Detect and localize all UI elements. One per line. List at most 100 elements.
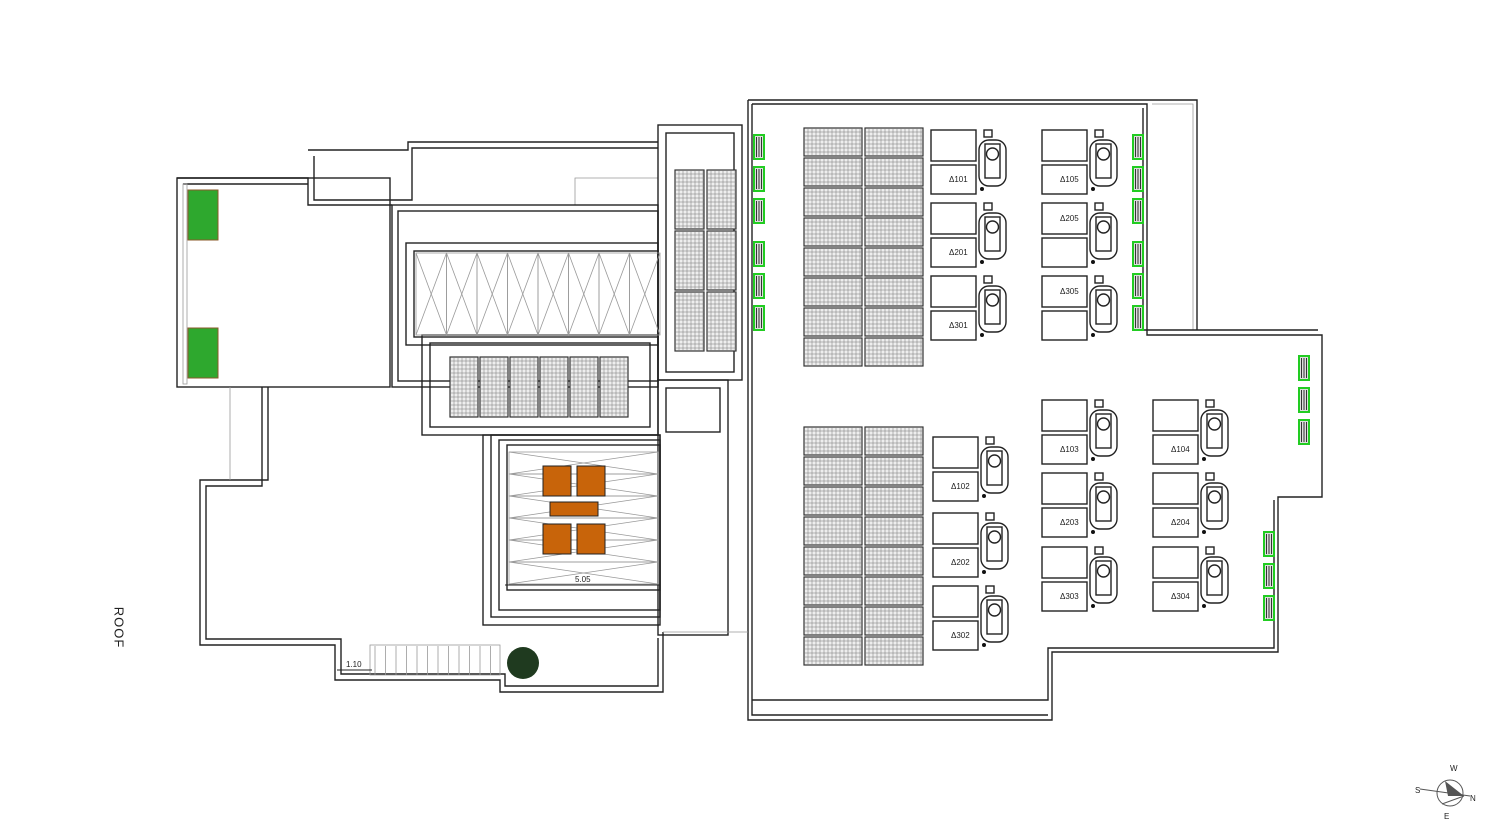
solar-panel (864, 516, 924, 546)
unit-label: Δ204 (1171, 518, 1190, 527)
radiator-icon (1132, 305, 1144, 331)
solar-panel (864, 277, 924, 307)
solar-panel (803, 217, 863, 247)
solar-panel (803, 157, 863, 187)
green-radiators (753, 134, 1310, 621)
solar-panel (864, 307, 924, 337)
solar-panel (706, 169, 737, 230)
rooftop-unit: Δ303 (1041, 546, 1118, 612)
solar-panels (449, 127, 924, 666)
radiator-icon (753, 134, 765, 160)
plant-icon (507, 647, 539, 679)
walls (176, 99, 1323, 721)
unit-label: Δ205 (1060, 214, 1079, 223)
solar-panel (864, 426, 924, 456)
radiator-icon (1132, 166, 1144, 192)
solar-panel (479, 356, 509, 418)
solar-panel (803, 127, 863, 157)
radiator-icon (1263, 595, 1275, 621)
dimension-5-05: 5.05 (505, 575, 660, 586)
solar-panel (449, 356, 479, 418)
solar-panel (803, 307, 863, 337)
solar-panel (803, 606, 863, 636)
rooftop-unit: Δ103 (1041, 399, 1118, 465)
unit-label: Δ104 (1171, 445, 1190, 454)
radiator-icon (1298, 419, 1310, 445)
radiator-icon (1298, 387, 1310, 413)
unit-label: Δ102 (951, 482, 970, 491)
radiator-icon (1132, 134, 1144, 160)
solar-panel (674, 291, 705, 352)
unit-label: Δ305 (1060, 287, 1079, 296)
radiator-icon (1132, 241, 1144, 267)
unit-label: Δ103 (1060, 445, 1079, 454)
solar-panel (803, 337, 863, 367)
solar-panel (803, 486, 863, 516)
svg-text:W: W (1450, 764, 1458, 773)
radiator-icon (1132, 273, 1144, 299)
svg-text:E: E (1444, 812, 1449, 821)
solar-panel (674, 169, 705, 230)
unit-label: Δ303 (1060, 592, 1079, 601)
svg-text:S: S (1415, 786, 1420, 795)
solar-panel (803, 576, 863, 606)
solar-panel (803, 456, 863, 486)
solar-panel (864, 546, 924, 576)
solar-panel (864, 127, 924, 157)
solar-panel (864, 247, 924, 277)
rooftop-unit: Δ201 (930, 202, 1007, 268)
solar-panel (864, 187, 924, 217)
radiator-icon (753, 273, 765, 299)
radiator-icon (753, 166, 765, 192)
solar-panel (864, 606, 924, 636)
rooftop-unit: Δ204 (1152, 472, 1229, 538)
solar-panel (864, 337, 924, 367)
rooftop-unit: Δ203 (1041, 472, 1118, 538)
solar-panel (706, 230, 737, 291)
unit-label: Δ304 (1171, 592, 1190, 601)
dimension-label: 1.10 (346, 660, 362, 669)
svg-text:N: N (1470, 794, 1476, 803)
solar-panel (706, 291, 737, 352)
solar-panel (803, 426, 863, 456)
rooftop-unit: Δ105 (1041, 129, 1118, 195)
unit-label: Δ105 (1060, 175, 1079, 184)
unit-label: Δ202 (951, 558, 970, 567)
solar-panel (864, 217, 924, 247)
rooftop-unit: Δ304 (1152, 546, 1229, 612)
radiator-icon (1298, 355, 1310, 381)
radiator-icon (753, 198, 765, 224)
solar-panel (509, 356, 539, 418)
rooftop-unit: Δ301 (930, 275, 1007, 341)
radiator-icon (1263, 531, 1275, 557)
stair-cross-bracing (374, 252, 661, 675)
unit-label: Δ203 (1060, 518, 1079, 527)
radiator-icon (1263, 563, 1275, 589)
rooftop-unit: Δ305 (1041, 275, 1118, 341)
solar-panel (864, 636, 924, 666)
solar-panel (803, 636, 863, 666)
unit-label: Δ302 (951, 631, 970, 640)
planter-plants (187, 189, 539, 679)
solar-panel (803, 277, 863, 307)
solar-panel (864, 576, 924, 606)
solar-panel (864, 456, 924, 486)
rooftop-unit: Δ205 (1041, 202, 1118, 268)
rooftop-unit: Δ104 (1152, 399, 1229, 465)
rooftop-unit: Δ102 (932, 436, 1009, 502)
rooftop-unit: Δ302 (932, 585, 1009, 651)
radiator-icon (1132, 198, 1144, 224)
solar-panel (599, 356, 629, 418)
unit-label: Δ301 (949, 321, 968, 330)
radiator-icon (753, 241, 765, 267)
unit-label: Δ101 (949, 175, 968, 184)
solar-panel (803, 247, 863, 277)
rooftop-unit: Δ101 (930, 129, 1007, 195)
dimension-1-10: 1.10 (337, 660, 372, 671)
solar-panel (803, 516, 863, 546)
solar-panel (864, 157, 924, 187)
solar-panel (539, 356, 569, 418)
rooftop-unit: Δ202 (932, 512, 1009, 578)
